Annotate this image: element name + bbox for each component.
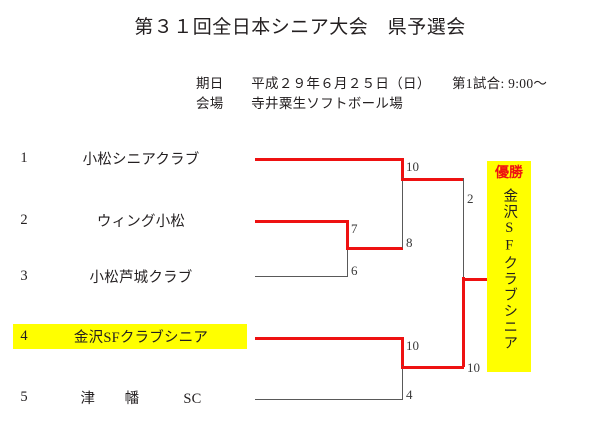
bracket-connector-final-lose: [463, 178, 464, 278]
team-row: 1 小松シニアクラブ: [13, 146, 247, 171]
bracket-line-team1: [255, 158, 403, 161]
team-row: 5 津 幡 SC: [13, 385, 247, 410]
team-name: 小松シニアクラブ: [82, 152, 200, 168]
score-semifinal-komatsu-senior: 10: [406, 159, 419, 174]
team-row: 2 ウィング小松: [13, 208, 247, 233]
bracket-connector-round1-upper-lose: [347, 247, 348, 276]
event-date: 期日 平成２９年６月２５日（日）: [196, 72, 431, 92]
champion-name: 金沢SFクラブシニア: [501, 188, 518, 352]
score-round1-roujou: 6: [351, 263, 358, 278]
bracket-line-champion: [462, 278, 489, 281]
bracket-line-team2: [255, 220, 348, 223]
score-semifinal-wing: 8: [406, 235, 413, 250]
event-date-label: 期日: [196, 76, 224, 91]
score-round1-kanazawa: 10: [406, 338, 419, 353]
bracket-connector-final-win: [462, 277, 465, 367]
bracket-connector-round1-upper-win: [346, 220, 349, 248]
bracket-connector-semifinal-win: [401, 158, 404, 178]
team-row-champion: 4 金沢SFクラブシニア: [13, 324, 247, 349]
bracket-line-round1-upper-advance: [346, 247, 403, 250]
team-seed: 1: [20, 150, 28, 166]
event-venue-value: 寺井粟生ソフトボール場: [251, 96, 404, 111]
score-final-upper: 2: [467, 191, 474, 206]
bracket-line-round1-lower-advance: [401, 366, 464, 369]
bracket-connector-round1-lower-lose: [402, 365, 403, 399]
score-round1-wing: 7: [351, 221, 358, 236]
team-seed: 2: [20, 212, 28, 228]
event-venue-label: 会場: [196, 96, 224, 111]
team-name: 小松芦城クラブ: [89, 270, 193, 286]
team-name: 津 幡 SC: [80, 391, 202, 407]
bracket-line-semifinal-advance: [401, 178, 464, 181]
champion-box: 優勝 金沢SFクラブシニア: [487, 161, 531, 372]
score-final-lower: 10: [467, 360, 480, 375]
bracket-line-team3: [255, 276, 348, 277]
first-game-time: 第1試合: 9:00～: [452, 76, 548, 91]
event-venue: 会場 寺井粟生ソフトボール場: [196, 92, 403, 112]
bracket-line-team5: [255, 399, 403, 400]
team-name: 金沢SFクラブシニア: [73, 330, 209, 346]
page-title: 第３１回全日本シニア大会 県予選会: [134, 17, 466, 38]
team-seed: 5: [20, 389, 28, 405]
team-name: ウィング小松: [96, 214, 186, 230]
team-seed: 4: [20, 328, 28, 344]
score-round1-tsubata: 4: [406, 387, 413, 402]
event-date-value: 平成２９年６月２５日（日）: [251, 76, 431, 91]
team-row: 3 小松芦城クラブ: [13, 264, 247, 289]
bracket-line-team4: [255, 337, 403, 340]
champion-label: 優勝: [495, 166, 523, 181]
bracket-connector-semifinal-lose: [402, 177, 403, 248]
team-seed: 3: [20, 268, 28, 284]
bracket-connector-round1-lower-win: [401, 337, 404, 366]
